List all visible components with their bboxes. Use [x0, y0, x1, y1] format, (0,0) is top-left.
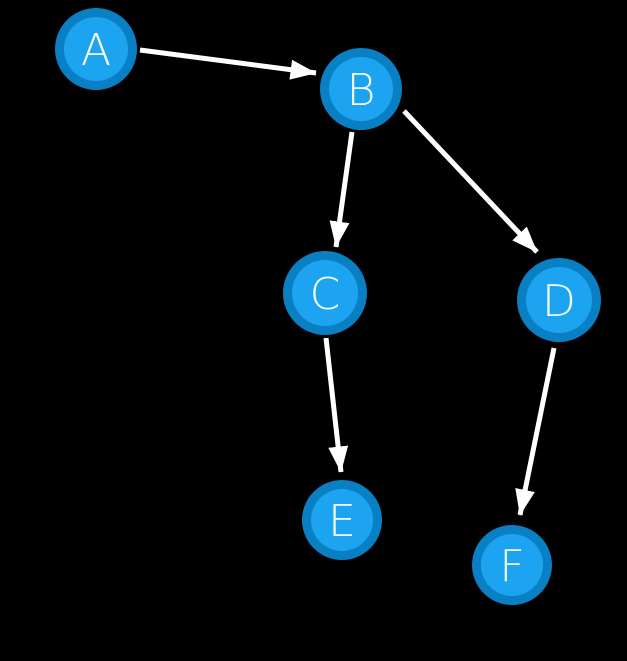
edges-layer: [139, 47, 557, 516]
node-D[interactable]: D: [517, 258, 601, 342]
nodes-layer: A B C D E F: [55, 8, 601, 605]
edge-arrow-B-D: [402, 109, 539, 254]
node-F[interactable]: F: [472, 525, 552, 605]
node-body: [311, 489, 373, 551]
edge-arrow-C-E: [323, 337, 349, 473]
edge-arrow-D-F: [515, 347, 557, 516]
node-body: [526, 267, 592, 333]
node-A[interactable]: A: [55, 8, 137, 90]
node-body: [64, 17, 128, 81]
node-body: [481, 534, 543, 596]
edge-arrow-B-C: [329, 131, 355, 248]
node-B[interactable]: B: [320, 48, 402, 130]
edge-arrow-A-B: [139, 47, 317, 80]
node-E[interactable]: E: [302, 480, 382, 560]
node-body: [329, 57, 393, 121]
node-C[interactable]: C: [283, 251, 367, 335]
node-body: [292, 260, 358, 326]
